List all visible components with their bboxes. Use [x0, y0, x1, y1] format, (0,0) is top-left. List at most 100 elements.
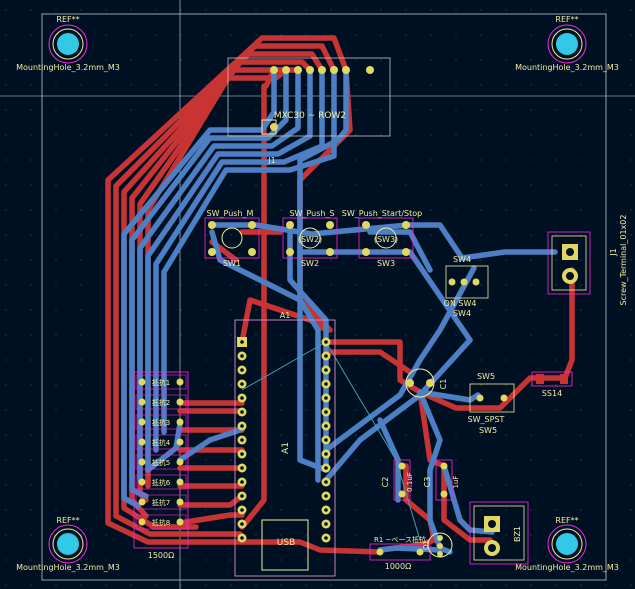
grid-dot — [80, 9, 82, 11]
switch-sw4[interactable]: SW4 ON SW4 SW4 — [444, 255, 489, 318]
resistor-pad — [138, 458, 146, 466]
grid-dot — [230, 584, 232, 586]
grid-dot — [380, 9, 382, 11]
grid-dot — [430, 409, 432, 411]
grid-dot — [480, 484, 482, 486]
value-label: MountingHole_3.2mm_M3 — [515, 63, 619, 72]
grid-dot — [105, 559, 107, 561]
grid-dot — [230, 334, 232, 336]
grid-dot — [5, 409, 7, 411]
grid-dot — [155, 109, 157, 111]
grid-dot — [630, 9, 632, 11]
grid-dot — [380, 334, 382, 336]
pad-2 — [416, 548, 424, 556]
grid-dot — [480, 309, 482, 311]
buzzer-bz1[interactable]: BZ1 — [469, 501, 529, 565]
courtyard-circle — [48, 24, 88, 64]
grid-dot — [380, 34, 382, 36]
grid-dot — [480, 59, 482, 61]
grid-dot — [330, 434, 332, 436]
grid-dot — [430, 84, 432, 86]
resistor-row-label: 抵抗5 — [152, 458, 170, 467]
grid-dot — [455, 59, 457, 61]
switch-pads — [476, 394, 508, 402]
grid-dot — [30, 59, 32, 61]
grid-dot — [330, 259, 332, 261]
switch-inner-label: (SW3) — [374, 235, 398, 244]
grid-dot — [230, 234, 232, 236]
grid-dot — [480, 534, 482, 536]
grid-dot — [530, 184, 532, 186]
capacitor-c2[interactable]: C2 0.1uF — [381, 459, 414, 501]
grid-dot — [330, 409, 332, 411]
mounting-hole-tl[interactable]: REF** MountingHole_3.2mm_M3 — [16, 15, 120, 72]
switch-pads — [448, 278, 480, 286]
grid-dot — [355, 34, 357, 36]
grid-dot — [55, 384, 57, 386]
grid-dot — [255, 359, 257, 361]
grid-dot — [455, 134, 457, 136]
grid-dot — [55, 434, 57, 436]
grid-dot — [130, 584, 132, 586]
mounting-hole-bl[interactable]: REF** MountingHole_3.2mm_M3 — [16, 516, 120, 572]
grid-dot — [355, 334, 357, 336]
grid-dot — [530, 59, 532, 61]
grid-dot — [80, 509, 82, 511]
mounting-hole-br[interactable]: REF** MountingHole_3.2mm_M3 — [515, 516, 619, 572]
courtyard — [282, 217, 338, 259]
connector-pad — [306, 66, 314, 74]
grid-dot — [255, 334, 257, 336]
cap-ref: C3 — [423, 477, 432, 488]
connector-pad — [318, 66, 326, 74]
grid-dot — [630, 434, 632, 436]
grid-dot — [430, 109, 432, 111]
grid-dot — [5, 234, 7, 236]
capacitor-c3[interactable]: C3 1uF — [423, 459, 460, 501]
module-pad-hole — [324, 368, 328, 372]
grid-dot — [280, 109, 282, 111]
grid-dot — [205, 509, 207, 511]
screw-terminal-j1[interactable]: J1 Screw_Terminal_01x02 — [547, 215, 628, 306]
grid-dot — [80, 59, 82, 61]
grid-dot — [105, 534, 107, 536]
ref-label: REF** — [555, 516, 578, 525]
resistor-row-box — [135, 494, 187, 510]
switch-sw5[interactable]: SW5 SW_SPST SW5 — [468, 372, 515, 435]
resistor-r1[interactable]: R1 ~ベース抵抗 1000Ω — [369, 535, 431, 571]
switch-sw1[interactable]: SW_Push_M SW1 — [204, 209, 260, 268]
connector-mxc30[interactable]: MXC30 ~ ROW2 J1 — [227, 57, 391, 165]
diode-ss14[interactable]: SS14 — [531, 371, 573, 398]
grid-dot — [380, 159, 382, 161]
mounting-hole-tr[interactable]: REF** MountingHole_3.2mm_M3 — [515, 15, 619, 72]
grid-dot — [305, 359, 307, 361]
transistor-q1[interactable]: Q1 — [422, 532, 453, 558]
module-a1[interactable]: USB A1 A1 — [234, 311, 336, 577]
grid-dot — [480, 184, 482, 186]
grid-dot — [255, 384, 257, 386]
grid-dot — [55, 459, 57, 461]
grid-dot — [630, 259, 632, 261]
switch-sw3[interactable]: (SW3) SW_Push_Start/Stop SW3 — [342, 209, 422, 268]
grid-dot — [555, 409, 557, 411]
module-pad-hole — [240, 438, 244, 442]
grid-dot — [205, 309, 207, 311]
grid-dot — [430, 434, 432, 436]
silk-circle — [221, 227, 243, 249]
courtyard — [469, 501, 529, 565]
grid-dot — [155, 9, 157, 11]
grid-dot — [255, 534, 257, 536]
grid-dot — [530, 334, 532, 336]
grid-dot — [480, 159, 482, 161]
grid-dot — [580, 84, 582, 86]
grid-dot — [180, 309, 182, 311]
usb-outline — [261, 519, 309, 571]
switch-sw2[interactable]: (SW2) SW_Push_S SW2 — [282, 209, 338, 268]
board-outline — [41, 13, 607, 581]
grid-dot — [105, 134, 107, 136]
grid-dot — [230, 284, 232, 286]
grid-dot — [455, 384, 457, 386]
grid-dot — [330, 359, 332, 361]
capacitor-c1[interactable]: C1 — [405, 368, 448, 398]
